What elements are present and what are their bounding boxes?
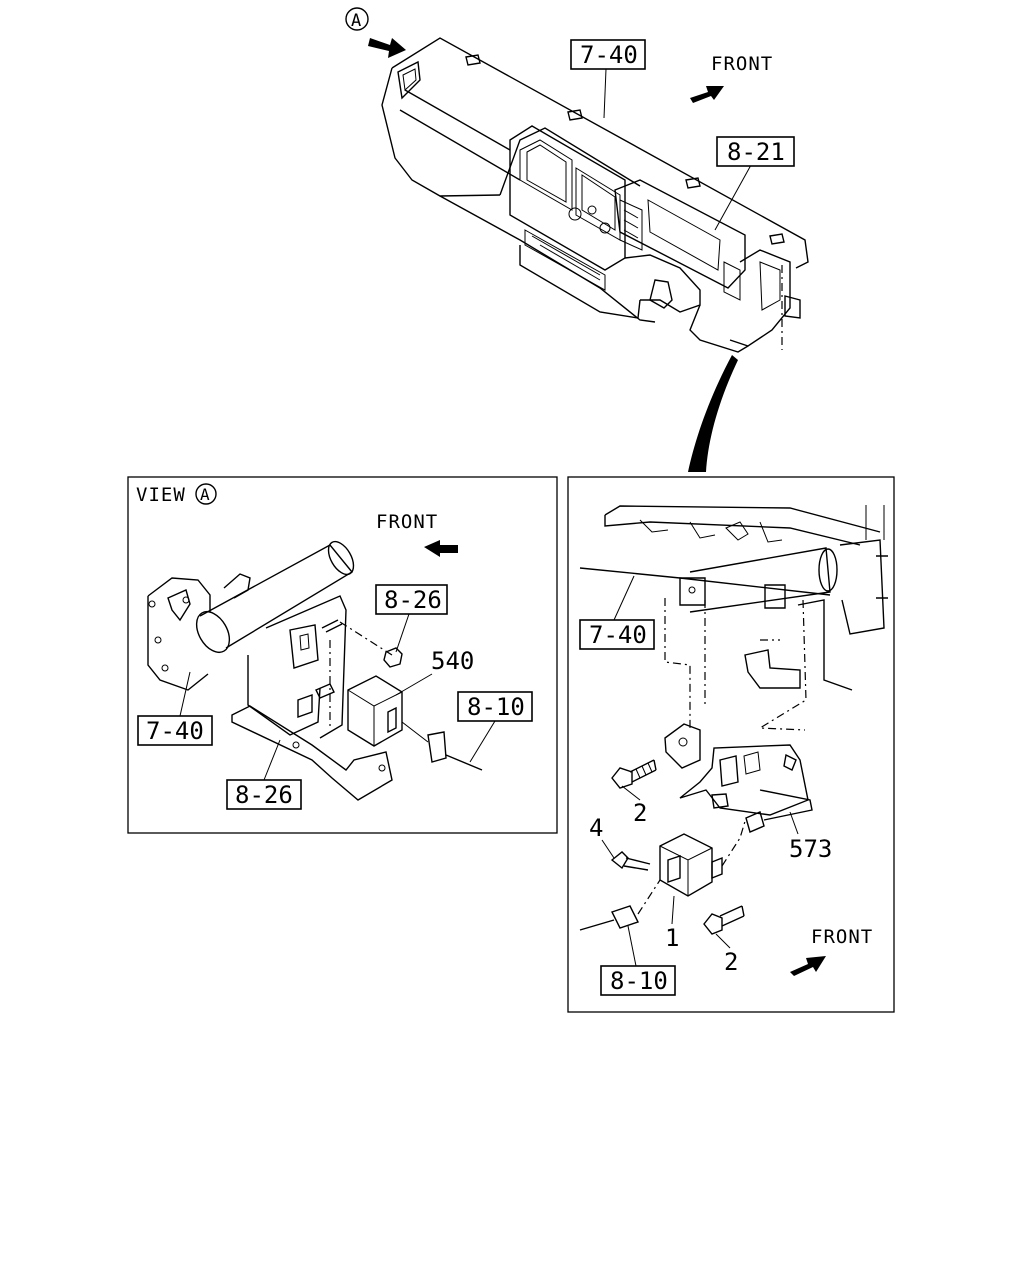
front-label-view-a: FRONT xyxy=(376,511,438,533)
leader-detail-bracket xyxy=(789,811,799,835)
leader-dashboard xyxy=(603,68,607,119)
dashboard-overview: A xyxy=(345,7,809,472)
callout-view-a-nut: 8-26 xyxy=(384,586,442,614)
detail-panel: 7-40 2 4 573 1 2 8-10 FRONT xyxy=(567,476,895,1013)
front-arrow-detail-icon xyxy=(790,956,826,976)
callout-view-a-bracket: 8-26 xyxy=(235,781,293,809)
view-a-marker: A xyxy=(351,11,361,31)
front-arrow-top-icon xyxy=(690,86,724,103)
leader-view-a-dash xyxy=(179,671,191,717)
callout-box-dashboard xyxy=(570,39,646,70)
view-a-title: VIEW xyxy=(136,484,186,506)
view-a-illustration xyxy=(147,540,483,801)
callout-view-a-540: 540 xyxy=(431,647,474,675)
front-label-top: FRONT xyxy=(711,53,773,75)
callout-detail-harness: 8-10 xyxy=(610,967,668,995)
leader-detail-dash xyxy=(613,575,635,621)
leader-detail-bolt-lower xyxy=(715,933,731,949)
callout-detail-bolt-lower: 2 xyxy=(724,948,738,976)
view-a-panel: VIEW A FRONT xyxy=(127,476,558,834)
callout-dashboard: 7-40 xyxy=(580,41,638,69)
callout-detail-screw: 4 xyxy=(589,814,603,842)
dashboard-illustration xyxy=(381,37,809,353)
callout-box-view-a-dash xyxy=(137,715,213,746)
callout-detail-unit: 1 xyxy=(665,924,679,952)
view-direction-arrow-icon xyxy=(368,38,406,58)
callout-detail-bolt-upper: 2 xyxy=(633,799,647,827)
front-arrow-view-a-icon xyxy=(424,540,458,557)
front-label-detail: FRONT xyxy=(811,926,873,948)
callout-box-cluster xyxy=(716,136,795,167)
leader-detail-harness xyxy=(627,925,637,967)
leader-view-a-nut xyxy=(395,613,410,653)
view-a-circle xyxy=(345,7,369,31)
callout-detail-dash: 7-40 xyxy=(589,621,647,649)
leader-cluster xyxy=(714,164,752,231)
view-a-frame xyxy=(127,476,558,834)
callout-box-view-a-nut xyxy=(375,584,448,615)
callout-box-detail-dash xyxy=(579,619,655,650)
callout-detail-bracket: 573 xyxy=(789,835,832,863)
view-a-title-circle xyxy=(195,483,217,505)
callout-view-a-dash: 7-40 xyxy=(146,717,204,745)
leader-detail-bolt-upper xyxy=(621,785,641,801)
detail-frame xyxy=(567,476,895,1013)
detail-pointer-arrow-icon xyxy=(688,355,738,472)
leader-view-a-bracket xyxy=(263,739,281,781)
callout-view-a-harness: 8-10 xyxy=(467,693,525,721)
callout-box-detail-harness xyxy=(600,965,676,996)
callout-box-view-a-bracket xyxy=(226,779,302,810)
callout-box-view-a-harness xyxy=(457,691,533,722)
leader-view-a-harness xyxy=(469,720,496,763)
callout-cluster: 8-21 xyxy=(727,138,785,166)
leader-detail-screw xyxy=(601,839,615,859)
leader-detail-unit xyxy=(671,895,675,925)
detail-illustration xyxy=(579,505,888,935)
view-a-title-marker: A xyxy=(200,485,210,504)
leader-view-a-540 xyxy=(395,673,433,696)
